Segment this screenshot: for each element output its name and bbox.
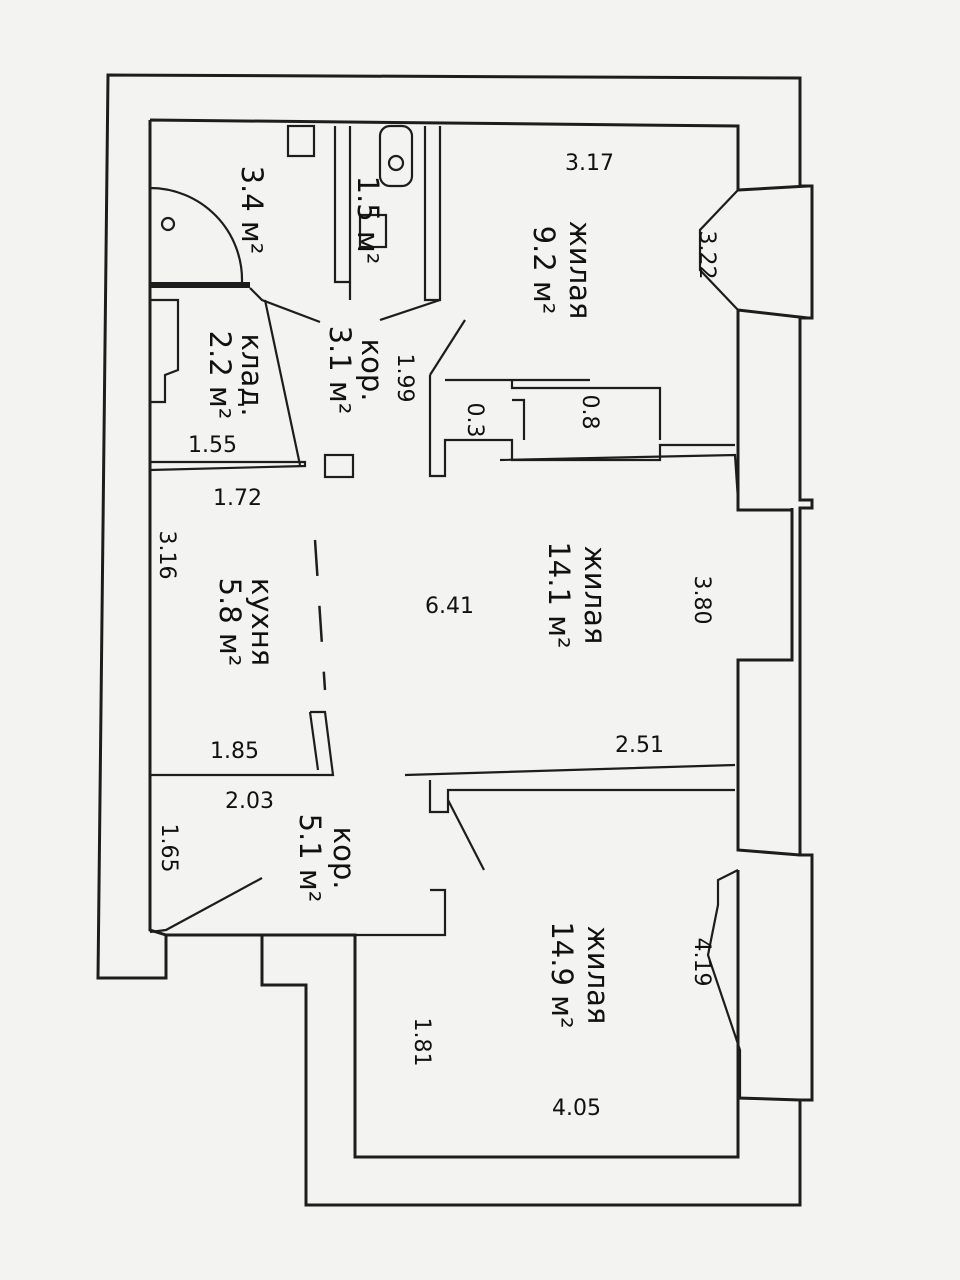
dim-label: 2.51 — [615, 733, 664, 758]
dim-label: 3.80 — [689, 576, 714, 625]
room-area-living-2: 14.1 м² — [542, 541, 576, 648]
room-area-living-1: 9.2 м² — [527, 226, 561, 315]
closet-door — [429, 319, 466, 376]
room-name-living-2: жилая — [578, 546, 612, 645]
room-name-living-1: жилая — [563, 221, 597, 320]
shower-door — [148, 186, 244, 283]
bath-door-swing — [249, 282, 441, 324]
dim-label: 3.16 — [154, 531, 179, 580]
toilet-icon — [378, 124, 414, 188]
room-name-kitchen: кухня — [245, 578, 279, 666]
inner-wall — [148, 118, 809, 1159]
window-bay-bottom — [706, 869, 742, 1098]
window-bay-top — [698, 189, 739, 311]
dim-label: 4.05 — [552, 1096, 601, 1121]
closet-walls — [428, 375, 735, 478]
room-area-living-3: 14.9 м² — [545, 921, 579, 1028]
room-area-kitchen: 5.8 м² — [213, 578, 247, 667]
shower-icon — [160, 216, 176, 232]
dim-label: 4.19 — [689, 938, 714, 987]
dim-label: 2.03 — [225, 789, 274, 814]
partition-main — [404, 453, 740, 871]
room-name-living-3: жилая — [581, 926, 615, 1025]
outer-wall — [96, 73, 814, 1207]
room-name-corridor-2: кор. — [327, 827, 361, 890]
bath-partition — [150, 282, 250, 288]
corridor-walls — [149, 877, 447, 937]
dim-label: 0.3 — [462, 403, 487, 438]
storage-walls — [149, 298, 307, 472]
kitchen-opening — [313, 539, 327, 691]
room-area-storage: 2.2 м² — [203, 331, 237, 420]
dim-label: 1.99 — [392, 354, 417, 403]
room-area-bathroom: 3.4 м² — [235, 166, 269, 255]
room-name-corridor-1: кор. — [355, 339, 389, 402]
room-name-storage: клад. — [235, 333, 269, 416]
dim-label: 0.8 — [577, 395, 602, 430]
dim-label: 3.17 — [565, 151, 614, 176]
dim-label: 3.22 — [694, 231, 719, 280]
column-icon — [323, 453, 355, 479]
dim-label: 1.55 — [188, 433, 237, 458]
room-area-wc: 1.5 м² — [351, 176, 385, 265]
sink-icon — [286, 124, 316, 158]
dim-label: 1.72 — [213, 486, 262, 511]
dim-label: 6.41 — [425, 594, 474, 619]
dim-label: 1.85 — [210, 739, 259, 764]
room-area-corridor-1: 3.1 м² — [323, 326, 357, 415]
kitchen-walls — [150, 710, 335, 777]
fixture-icon — [358, 213, 388, 249]
dim-label: 1.65 — [156, 824, 181, 873]
room-area-corridor-2: 5.1 м² — [293, 814, 327, 903]
dim-label: 1.81 — [409, 1018, 434, 1067]
bath-walls — [333, 126, 442, 302]
toilet-seat-icon — [387, 154, 405, 172]
